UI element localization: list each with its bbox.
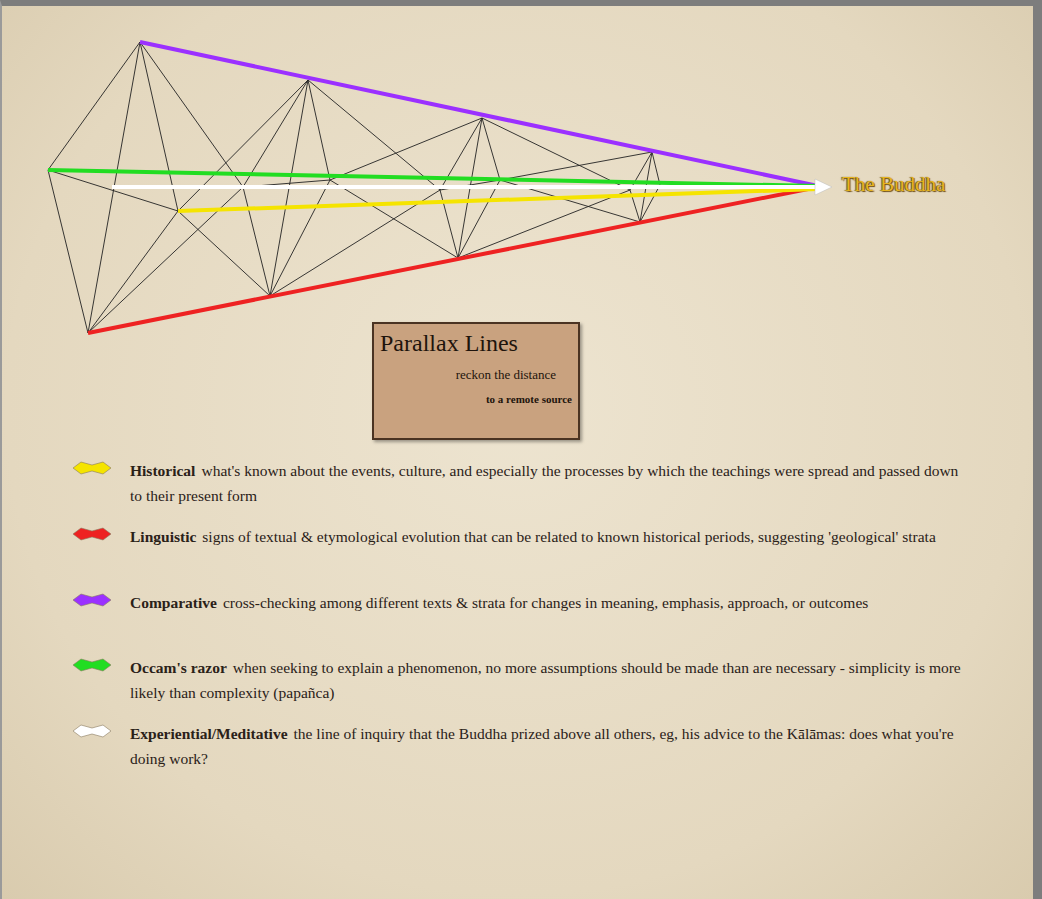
legend-swatch	[72, 723, 112, 739]
occam-line	[48, 170, 818, 186]
legend-term: Occam's razor	[130, 659, 227, 676]
legend-description: cross-checking among different texts & s…	[223, 594, 868, 611]
linguistic-line	[88, 187, 818, 333]
box-heading: Parallax Lines	[374, 324, 578, 357]
legend-description: what's known about the events, culture, …	[130, 462, 958, 504]
arrowhead	[815, 179, 832, 195]
legend-swatch	[72, 460, 112, 476]
legend-term: Historical	[130, 462, 195, 479]
legend-description: signs of textual & etymological evolutio…	[202, 528, 935, 545]
experiential-line	[112, 185, 815, 189]
target-label: The Buddha	[842, 172, 945, 197]
legend-swatch	[72, 592, 112, 608]
historical-line	[178, 189, 818, 211]
legend-entry: Occam's razorwhen seeking to explain a p…	[72, 655, 972, 705]
legend-entry: Linguistic signs of textual & etymologica…	[72, 524, 972, 549]
legend-term: Comparative	[130, 594, 217, 611]
legend-entry: Comparative cross-checking among differen…	[72, 590, 972, 615]
legend-swatch	[72, 526, 112, 542]
legend-term: Linguistic	[130, 528, 196, 545]
legend-entry: Historicalwhat's known about the events,…	[72, 458, 972, 508]
legend-swatch	[72, 657, 112, 673]
comparative-line	[140, 42, 818, 186]
legend-description: when seeking to explain a phenomenon, no…	[130, 659, 961, 701]
box-subtitle: to a remote source	[374, 383, 578, 405]
title-box: Parallax Linesreckon the distanceto a re…	[372, 322, 580, 440]
legend-term: Experiential/Meditative	[130, 725, 288, 742]
legend-entry: Experiential/Meditativethe line of inqui…	[72, 721, 972, 771]
box-subtitle: reckon the distance	[374, 357, 578, 383]
